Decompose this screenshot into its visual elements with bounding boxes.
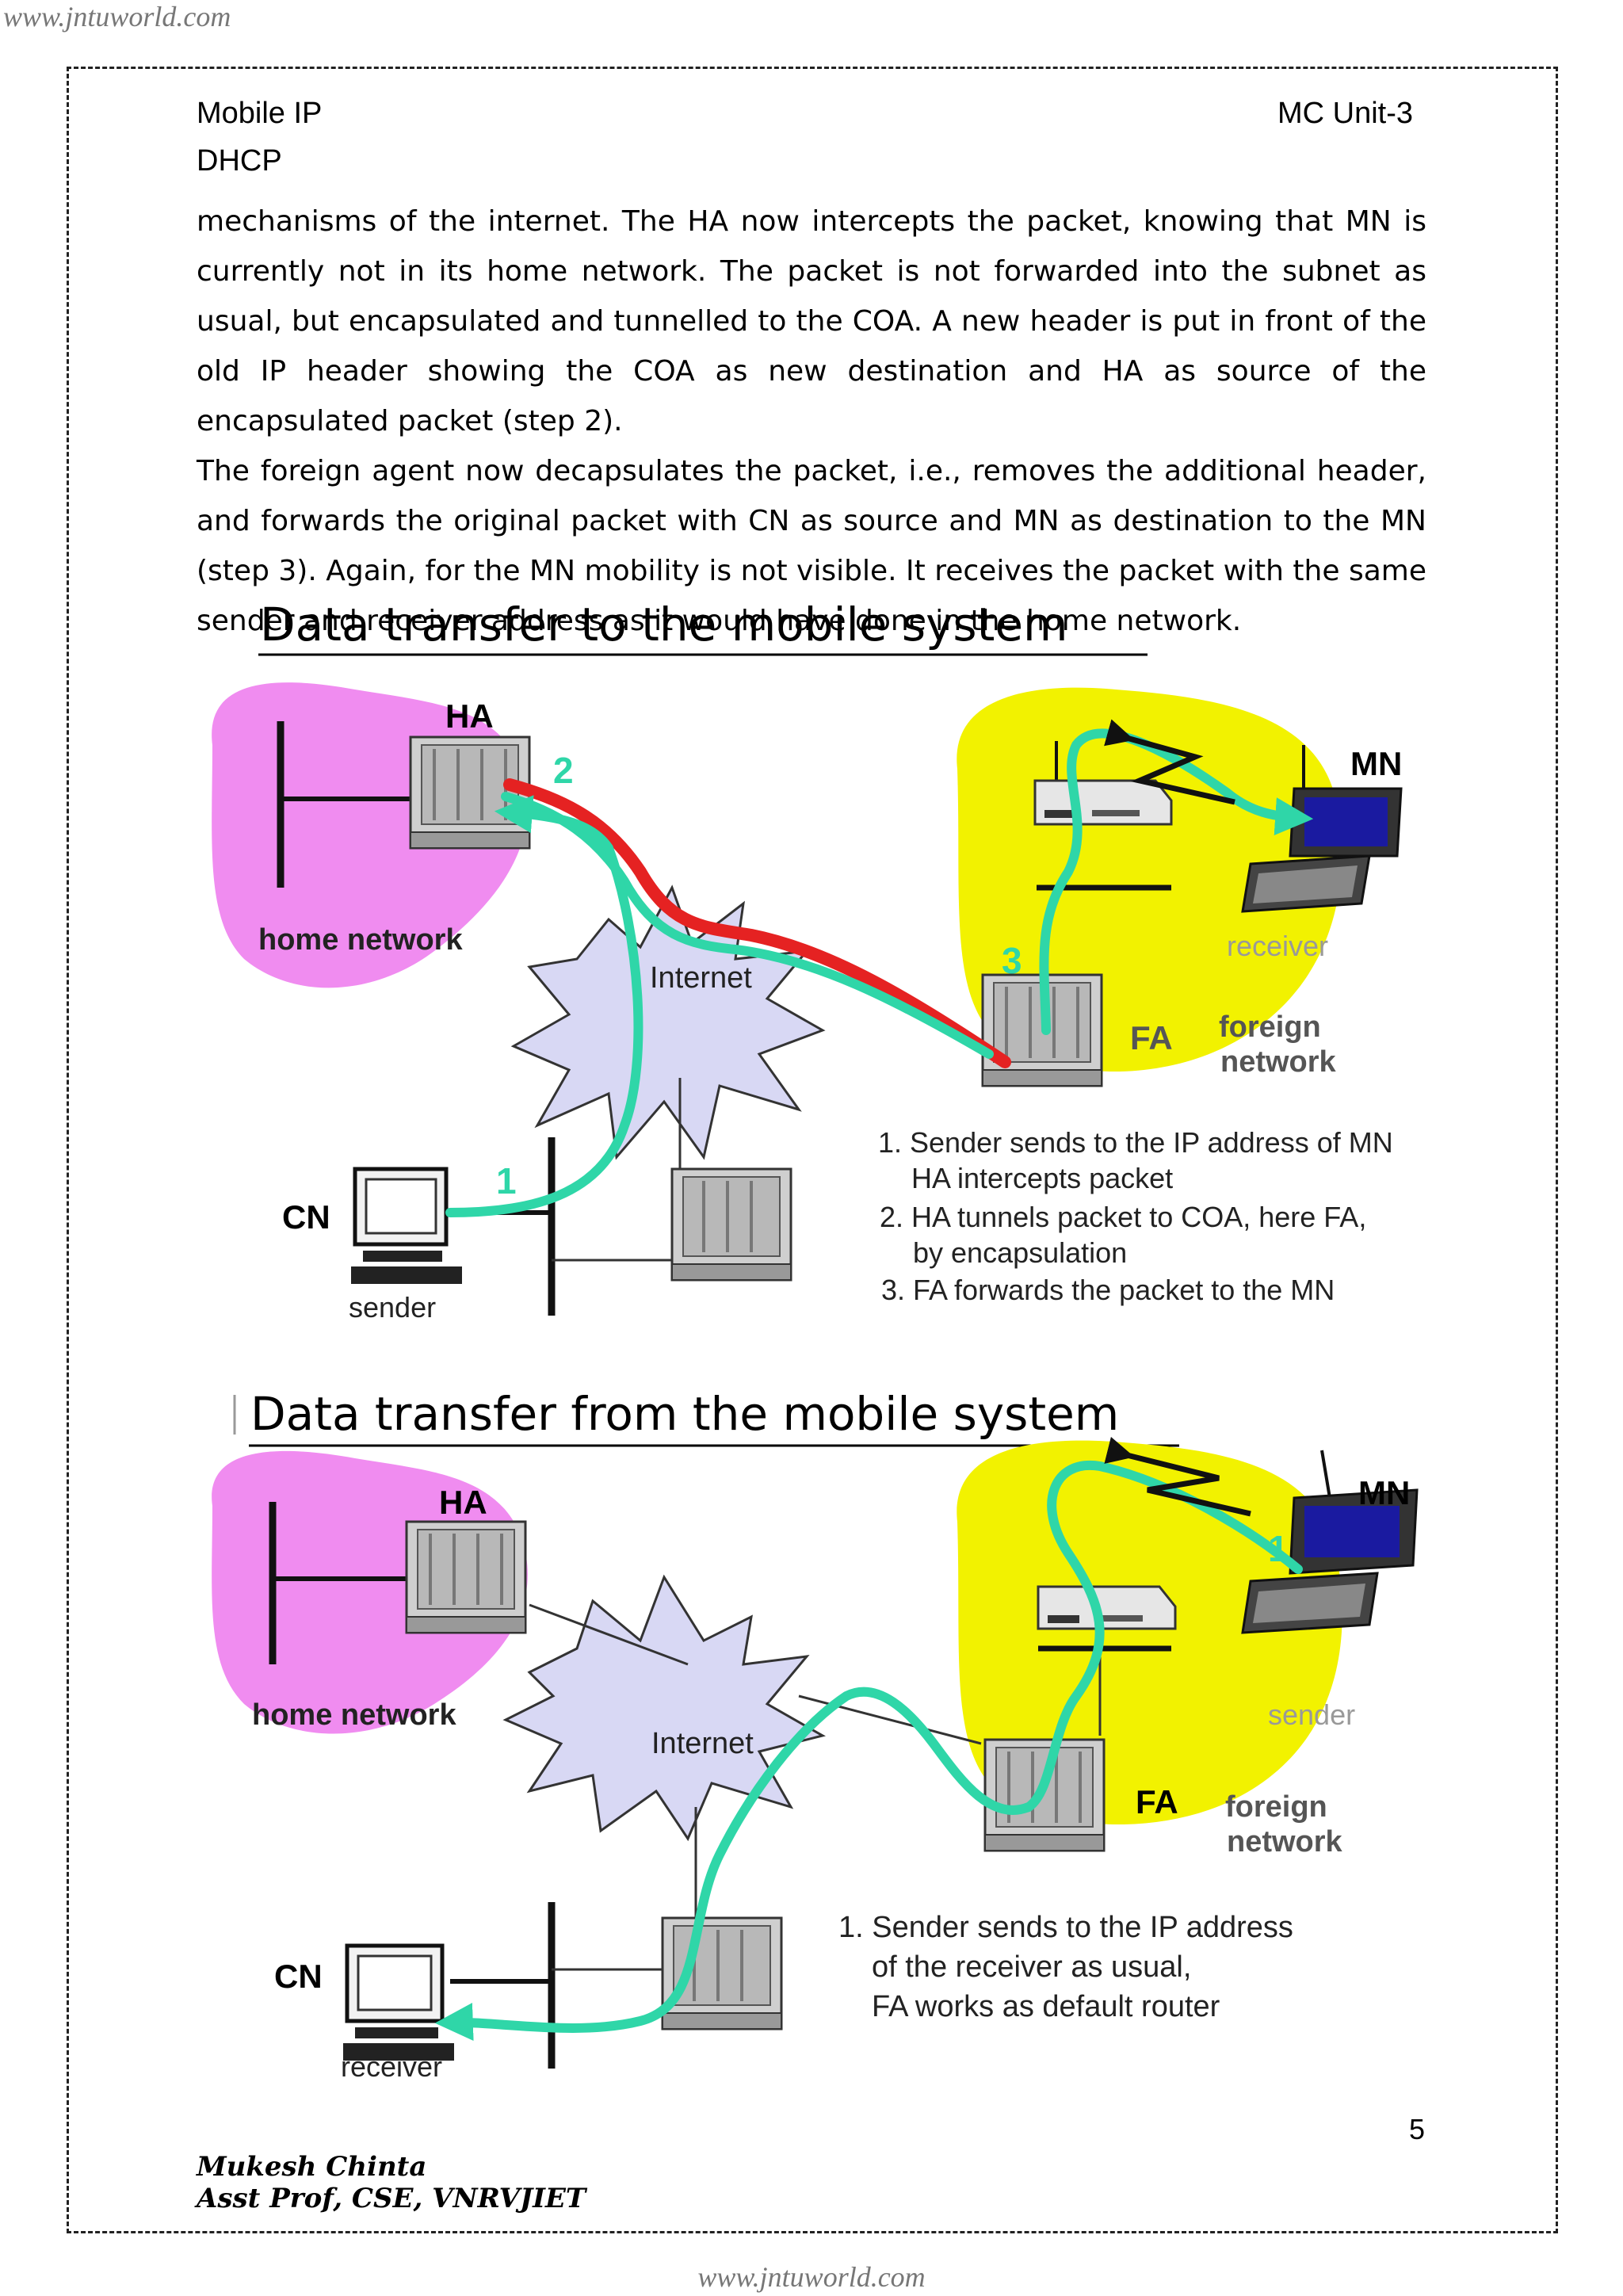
watermark-bottom: www.jntuworld.com	[697, 2261, 926, 2293]
sender-label: sender	[349, 1291, 436, 1324]
body-text: mechanisms of the internet. The HA now i…	[197, 197, 1426, 646]
ha-router	[405, 1520, 527, 1634]
note-line: 1. Sender sends to the IP address	[838, 1911, 1293, 1944]
page-number: 5	[1409, 2113, 1426, 2145]
network-label: network	[1227, 1825, 1343, 1859]
red-tunnel-path	[503, 778, 1011, 1068]
note-line: by encapsulation	[913, 1236, 1127, 1269]
cn-computer	[343, 1943, 454, 2061]
fa-label: FA	[1136, 1783, 1178, 1820]
note-line: 2. HA tunnels packet to COA, here FA,	[880, 1201, 1366, 1233]
cn-computer	[351, 1167, 462, 1284]
step1-label: 1	[1268, 1528, 1289, 1569]
cn-label: CN	[274, 1958, 323, 1995]
diagram-title: Data transfer to the mobile system	[260, 598, 1068, 651]
receiver-label: receiver	[341, 2050, 442, 2083]
green-path-step1	[445, 795, 643, 1217]
author-name: Mukesh Chinta	[197, 2151, 427, 2183]
mn-label: MN	[1350, 745, 1402, 782]
diagram-title: Data transfer from the mobile system	[250, 1387, 1119, 1441]
ha-label: HA	[445, 697, 494, 735]
step2-label: 2	[553, 750, 574, 791]
mn-laptop	[1241, 787, 1403, 913]
diagram-to-mobile: Data transfer to the mobile system home …	[212, 598, 1403, 1324]
home-network-label: home network	[252, 1698, 456, 1732]
note-line: of the receiver as usual,	[872, 1950, 1191, 1984]
internet-label: Internet	[650, 961, 752, 995]
note-line: 1. Sender sends to the IP address of MN	[878, 1126, 1393, 1159]
receiver-label: receiver	[1227, 930, 1328, 962]
sender-label: sender	[1268, 1698, 1355, 1731]
step1-label: 1	[496, 1160, 517, 1201]
home-network-label: home network	[258, 923, 463, 957]
network-label: network	[1220, 1045, 1337, 1079]
header-subtopic: DHCP	[197, 144, 282, 178]
mn-label: MN	[1358, 1474, 1410, 1511]
internet-cloud	[502, 1574, 826, 1842]
cn-side-router	[661, 1916, 783, 2030]
green-path-step3	[1039, 728, 1314, 1035]
link-ha-cloud	[529, 1603, 689, 1666]
wireless-zigzag	[1104, 1436, 1251, 1517]
fa-router	[983, 1738, 1106, 1852]
foreign-label: foreign	[1219, 1010, 1321, 1044]
mn-laptop	[1241, 1488, 1419, 1634]
cn-label: CN	[282, 1198, 330, 1236]
header-topic: Mobile IP	[197, 97, 323, 130]
internet-label: Internet	[651, 1727, 754, 1760]
green-path-step2-tunnel	[501, 792, 994, 1059]
access-point	[1033, 779, 1173, 826]
note-line: HA intercepts packet	[911, 1162, 1173, 1194]
paragraph: The foreign agent now decapsulates the p…	[197, 455, 1426, 637]
green-path-step1	[434, 1460, 1303, 2042]
foreign-label: foreign	[1225, 1790, 1327, 1824]
fa-label: FA	[1130, 1019, 1173, 1056]
cn-side-router	[670, 1167, 792, 1282]
note-line: FA works as default router	[872, 1990, 1220, 2023]
page-border	[67, 67, 1558, 2233]
header-unit: MC Unit-3	[1277, 97, 1414, 130]
paragraph: mechanisms of the internet. The HA now i…	[197, 205, 1426, 437]
author-role: Asst Prof, CSE, VNRVJIET	[197, 2183, 586, 2214]
ha-router	[409, 735, 531, 850]
mn-antenna	[1320, 1450, 1331, 1499]
step3-label: 3	[1002, 940, 1022, 981]
note-line: 3. FA forwards the packet to the MN	[881, 1274, 1335, 1306]
ha-label: HA	[439, 1484, 487, 1521]
wireless-zigzag	[1104, 719, 1235, 805]
watermark-top: www.jntuworld.com	[3, 1, 231, 32]
access-point	[1037, 1585, 1177, 1630]
diagram-from-mobile: Data transfer from the mobile system hom…	[212, 1387, 1419, 2083]
